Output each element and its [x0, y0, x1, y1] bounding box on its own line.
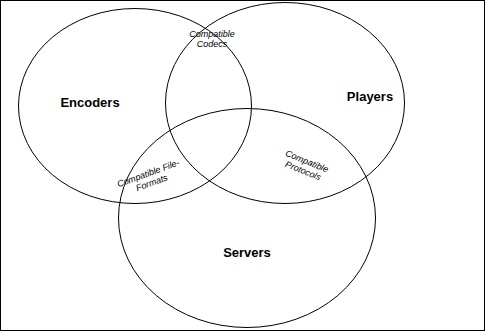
circle-shape [166, 3, 405, 204]
circle-shape [19, 9, 252, 204]
intersection-label: Compatible File-Formats [116, 157, 185, 198]
set-name: Encoders [60, 95, 119, 110]
circle-shape [119, 109, 376, 328]
circle-outline [118, 108, 376, 328]
venn-circle: Servers [118, 108, 376, 328]
intersection-label: Compatible Protocols [273, 145, 336, 186]
set-name: Players [347, 89, 393, 104]
intersection-label: Compatible Codecs [185, 29, 239, 49]
set-name: Servers [223, 245, 271, 260]
